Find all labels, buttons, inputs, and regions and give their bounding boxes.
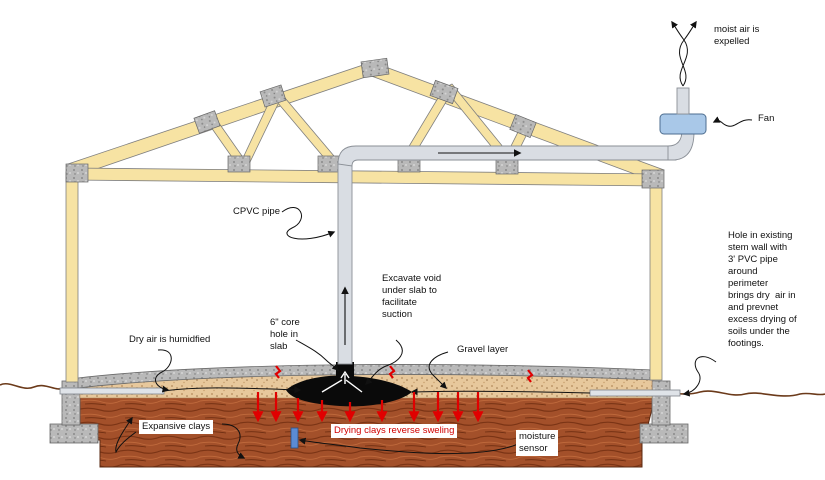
expelled-air-arrow-2	[679, 22, 696, 86]
label-expansive-clays: Expansive clays	[139, 420, 213, 434]
label-moist-air: moist air is expelled	[714, 24, 759, 48]
left-wall-post	[66, 172, 78, 382]
right-wall-post	[650, 180, 662, 380]
leader-cpvc	[282, 207, 334, 239]
right-pvc-pipe	[590, 390, 680, 396]
label-gravel-layer: Gravel layer	[457, 344, 508, 356]
label-drying-clays: Drying clays reverse sweling	[331, 424, 457, 438]
fan-unit	[660, 114, 706, 134]
label-excavate-void: Excavate void under slab to facilitate s…	[382, 273, 441, 321]
leader-fan	[714, 120, 752, 127]
leader-hole-in-wall	[684, 357, 716, 394]
right-stem-wall	[652, 381, 670, 425]
moisture-sensor	[291, 428, 298, 448]
label-cpvc-pipe: CPVC pipe	[233, 206, 280, 218]
exhaust-pipe	[677, 88, 689, 114]
roof-truss	[68, 62, 664, 186]
label-dry-air-humidified: Dry air is humidfied	[129, 334, 210, 346]
label-fan: Fan	[758, 113, 774, 125]
label-hole-in-stem-wall: Hole in existing stem wall with 3' PVC p…	[728, 230, 797, 350]
label-core-hole: 6" core hole in slab	[270, 317, 300, 353]
right-footing	[640, 424, 688, 443]
left-pvc-pipe	[60, 388, 164, 394]
left-footing	[50, 424, 98, 443]
label-moisture-sensor: moisture sensor	[516, 430, 558, 456]
